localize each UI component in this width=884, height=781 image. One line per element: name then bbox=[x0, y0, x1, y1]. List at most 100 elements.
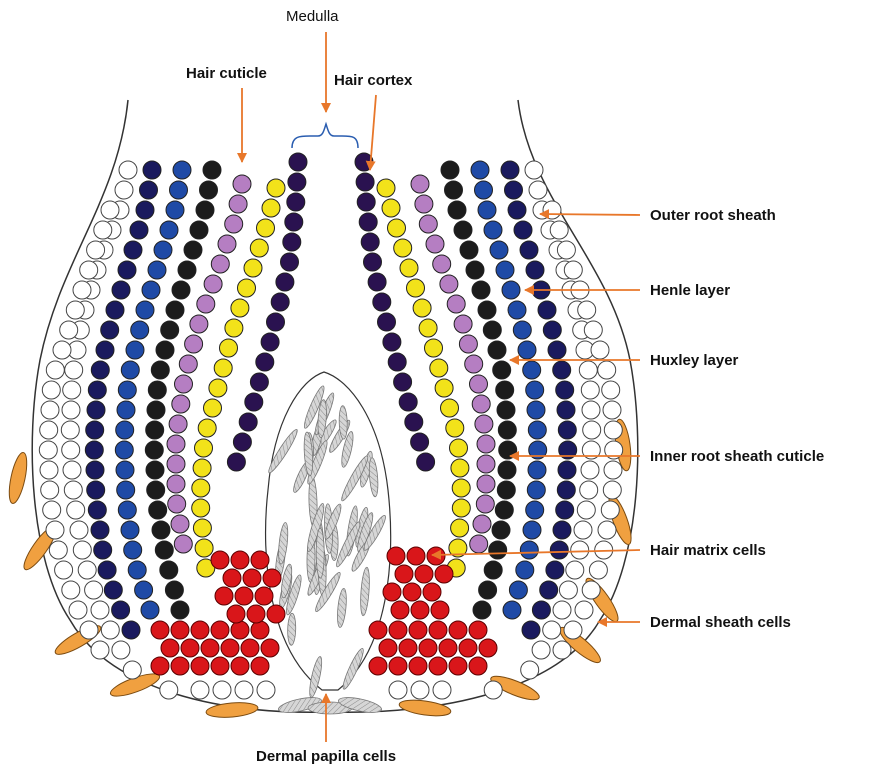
henle-layer-cell bbox=[557, 401, 575, 419]
outer-root-sheath-cell bbox=[101, 621, 119, 639]
medulla-cell bbox=[250, 373, 268, 391]
medulla-cell bbox=[378, 313, 396, 331]
hair-matrix-cell bbox=[251, 657, 269, 675]
hair-cuticle-cell bbox=[204, 275, 222, 293]
henle-layer-cell bbox=[118, 261, 136, 279]
huxley-layer-cell bbox=[166, 201, 184, 219]
hair-cortex-cell bbox=[195, 439, 213, 457]
label-hair-cortex: Hair cortex bbox=[334, 72, 412, 89]
outer-root-sheath-cell bbox=[78, 561, 96, 579]
outer-root-sheath-cell bbox=[591, 341, 609, 359]
hair-cuticle-cell bbox=[454, 315, 472, 333]
outer-root-sheath-cell bbox=[43, 501, 61, 519]
hair-cuticle-cell bbox=[477, 475, 495, 493]
huxley-layer-cell bbox=[126, 341, 144, 359]
hair-cuticle-cell bbox=[218, 235, 236, 253]
hair-cuticle-cell bbox=[175, 375, 193, 393]
hair-cuticle-cell bbox=[411, 175, 429, 193]
inner-root-sheath-cuticle-cell bbox=[498, 461, 516, 479]
outer-root-sheath-cell bbox=[566, 561, 584, 579]
hair-matrix-cell bbox=[369, 621, 387, 639]
henle-layer-cell bbox=[546, 561, 564, 579]
hair-cuticle-cell bbox=[167, 435, 185, 453]
inner-root-sheath-cuticle-cell bbox=[493, 361, 511, 379]
hair-matrix-cell bbox=[227, 605, 245, 623]
outer-root-sheath-cell bbox=[574, 521, 592, 539]
outer-root-sheath-cell bbox=[543, 201, 561, 219]
outer-root-sheath-cell bbox=[91, 601, 109, 619]
hair-matrix-cell bbox=[251, 621, 269, 639]
outer-root-sheath-cell bbox=[571, 541, 589, 559]
medulla-cell bbox=[364, 253, 382, 271]
outer-root-sheath-cell bbox=[550, 221, 568, 239]
hair-matrix-cell bbox=[407, 547, 425, 565]
henle-layer-cell bbox=[94, 541, 112, 559]
dermal-sheath-cell bbox=[398, 697, 451, 718]
henle-layer-cell bbox=[91, 361, 109, 379]
medulla-cell bbox=[287, 193, 305, 211]
huxley-layer-cell bbox=[148, 261, 166, 279]
outer-root-sheath-cell bbox=[63, 461, 81, 479]
henle-layer-cell bbox=[98, 561, 116, 579]
hair-matrix-cell bbox=[211, 657, 229, 675]
arrow-outer-root-sheath bbox=[540, 214, 640, 215]
hair-matrix-cell bbox=[261, 639, 279, 657]
inner-root-sheath-cuticle-cell bbox=[497, 401, 515, 419]
outer-root-sheath-cell bbox=[589, 561, 607, 579]
medulla-cell bbox=[281, 253, 299, 271]
medulla-cell bbox=[227, 453, 245, 471]
inner-root-sheath-cuticle-cell bbox=[478, 301, 496, 319]
huxley-layer-cell bbox=[115, 441, 133, 459]
hair-cuticle-cell bbox=[475, 415, 493, 433]
hair-cortex-cell bbox=[435, 379, 453, 397]
huxley-layer-cell bbox=[142, 281, 160, 299]
inner-root-sheath-cuticle-cell bbox=[445, 181, 463, 199]
hair-cuticle-cell bbox=[169, 415, 187, 433]
inner-root-sheath-cuticle-cell bbox=[200, 181, 218, 199]
henle-layer-cell bbox=[88, 381, 106, 399]
henle-layer-cell bbox=[96, 341, 114, 359]
outer-root-sheath-cell bbox=[604, 421, 622, 439]
huxley-layer-cell bbox=[121, 361, 139, 379]
outer-root-sheath-cell bbox=[66, 301, 84, 319]
medulla-cell bbox=[368, 273, 386, 291]
outer-root-sheath-cell bbox=[578, 301, 596, 319]
outer-root-sheath-cell bbox=[529, 181, 547, 199]
hair-cuticle-cell bbox=[419, 215, 437, 233]
outer-root-sheath-cell bbox=[580, 481, 598, 499]
hair-matrix-cell bbox=[369, 657, 387, 675]
label-inner-root-sheath-cuticle: Inner root sheath cuticle bbox=[650, 448, 824, 465]
hair-cortex-cell bbox=[214, 359, 232, 377]
huxley-layer-cell bbox=[484, 221, 502, 239]
outer-root-sheath-cell bbox=[65, 361, 83, 379]
hair-cortex-cell bbox=[413, 299, 431, 317]
hair-matrix-cell bbox=[429, 657, 447, 675]
outer-root-sheath-cell bbox=[604, 461, 622, 479]
outer-root-sheath-cell bbox=[598, 521, 616, 539]
hair-cuticle-cell bbox=[233, 175, 251, 193]
huxley-layer-cell bbox=[523, 521, 541, 539]
outer-root-sheath-cell bbox=[603, 481, 621, 499]
inner-root-sheath-cuticle-cell bbox=[155, 541, 173, 559]
outer-root-sheath-cell bbox=[80, 621, 98, 639]
hair-matrix-cell bbox=[387, 547, 405, 565]
medulla-cell bbox=[388, 353, 406, 371]
outer-root-sheath-cell bbox=[557, 241, 575, 259]
huxley-layer-cell bbox=[508, 301, 526, 319]
label-dermal-papilla-cells: Dermal papilla cells bbox=[256, 748, 396, 765]
medulla-cell bbox=[239, 413, 257, 431]
henle-layer-cell bbox=[86, 461, 104, 479]
hair-cortex-cell bbox=[192, 499, 210, 517]
inner-root-sheath-cuticle-cell bbox=[151, 361, 169, 379]
huxley-layer-cell bbox=[131, 321, 149, 339]
hair-matrix-cell bbox=[395, 565, 413, 583]
huxley-layer-cell bbox=[475, 181, 493, 199]
henle-layer-cell bbox=[112, 281, 130, 299]
outer-root-sheath-cell bbox=[61, 421, 79, 439]
medulla-cell bbox=[417, 453, 435, 471]
outer-root-sheath-cell bbox=[64, 481, 82, 499]
outer-root-sheath-cell bbox=[41, 401, 59, 419]
outer-root-sheath-cell bbox=[87, 241, 105, 259]
medulla-bracket bbox=[292, 124, 358, 148]
